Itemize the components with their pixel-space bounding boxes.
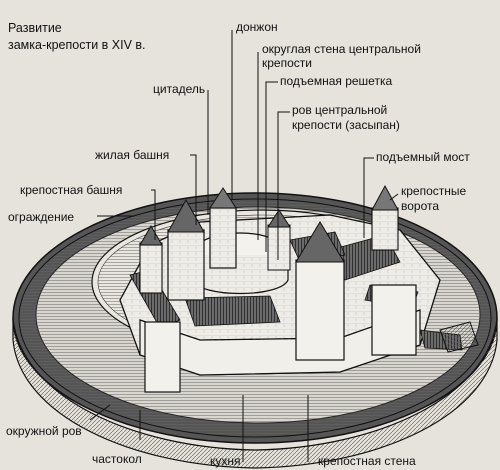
label-fortress-gate-line-1: крепостные	[401, 184, 467, 198]
label-round-wall-line-1: округлая стена центральной	[262, 42, 421, 56]
leader-lines	[89, 30, 399, 462]
diagram-title: Развитие замка-крепости в XIV в.	[8, 20, 146, 54]
drawbridge	[439, 321, 479, 353]
label-portcullis: подъемная решетка	[280, 74, 393, 88]
donjon-tower	[209, 187, 237, 269]
label-round-wall-line-2: крепости	[262, 56, 312, 70]
label-fortress-tower: крепостная башня	[20, 183, 123, 197]
gate-tower	[371, 184, 399, 251]
front-towers	[144, 209, 417, 393]
title-line-2: замка-крепости в XIV в.	[8, 38, 146, 52]
left-fortress-tower	[139, 225, 163, 294]
label-central-moat-line-2: крепости (засыпан)	[292, 118, 400, 132]
residential-tower	[167, 198, 205, 301]
label-citadel: цитадель	[153, 82, 206, 96]
label-central-moat-line-1: ров центральной	[292, 103, 388, 117]
label-fortress-gate-line-2: ворота	[401, 199, 440, 213]
label-donjon: донжон	[236, 20, 278, 34]
label-outer-moat: окружной ров	[6, 424, 82, 438]
label-fence: ограждение	[8, 210, 75, 224]
label-palisade: частокол	[92, 452, 142, 466]
label-drawbridge: подъемный мост	[376, 150, 470, 164]
label-fortress-wall: крепостная стена	[318, 454, 416, 468]
label-kitchen: кухня	[210, 454, 241, 468]
label-residential-tower: жилая башня	[95, 148, 170, 162]
title-line-1: Развитие	[8, 21, 62, 35]
